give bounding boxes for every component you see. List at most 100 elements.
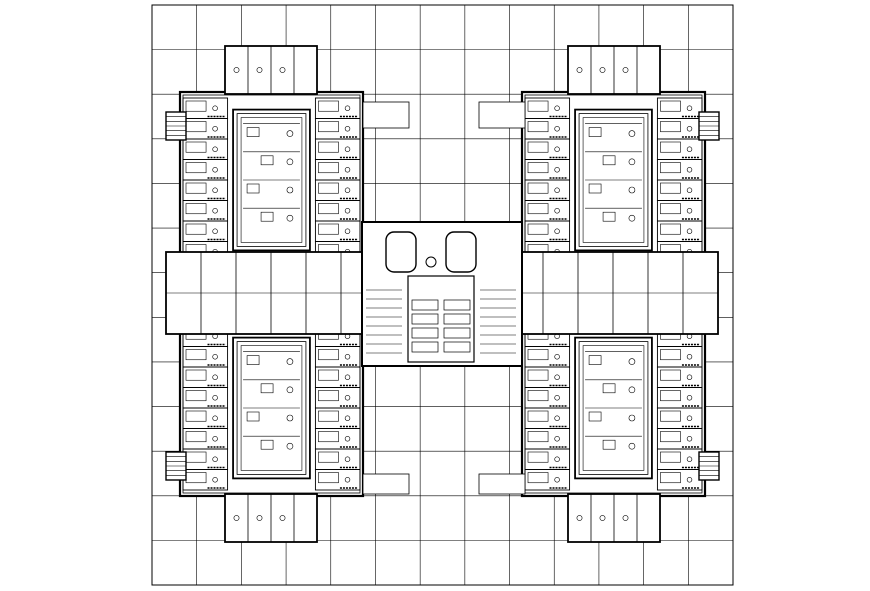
fixture-round <box>212 477 218 483</box>
room-bath <box>660 431 681 443</box>
fixture-round <box>686 146 693 152</box>
link-east <box>507 251 719 335</box>
fixture-round <box>554 167 560 173</box>
fixture-round <box>628 214 636 222</box>
fixture-round <box>554 354 560 360</box>
room-bath <box>527 410 549 422</box>
room-bath <box>318 410 339 422</box>
fixture-round <box>212 436 218 442</box>
core-cell <box>443 327 471 339</box>
room-bath <box>527 141 549 153</box>
fixture-round <box>344 415 351 421</box>
room <box>314 469 361 491</box>
core-cell <box>443 299 471 311</box>
stair-sw <box>165 451 187 481</box>
room-bath <box>660 410 681 422</box>
link-west <box>165 251 377 335</box>
fixture-round <box>628 442 636 450</box>
room-bath <box>660 162 681 174</box>
room-bath <box>185 182 207 194</box>
wing-south-east <box>520 318 707 498</box>
fixture <box>588 127 602 137</box>
fixture-round <box>686 374 693 380</box>
fixture-round <box>212 228 218 234</box>
fixture-round <box>554 187 560 193</box>
core-outline <box>361 221 523 367</box>
fixture <box>588 183 602 194</box>
fixture-round <box>212 456 218 462</box>
fixture-round <box>212 126 218 132</box>
fixture-round <box>212 374 218 380</box>
fixture-round <box>599 67 606 73</box>
fixture-round <box>554 477 560 483</box>
fixture-round <box>686 187 693 193</box>
fixture <box>602 383 616 394</box>
core-hall <box>407 275 475 363</box>
fixture-round <box>212 208 218 214</box>
fixture-round <box>212 354 218 360</box>
core-cell <box>411 327 439 339</box>
room-bath <box>185 349 207 361</box>
fixture-round <box>686 167 693 173</box>
room-bath <box>527 182 549 194</box>
annotation-frame-bottom-left <box>362 473 410 495</box>
stair-se <box>698 451 720 481</box>
fixture-round <box>344 105 351 111</box>
annotation-frame-top-left <box>362 101 410 129</box>
fixture-round <box>576 515 583 521</box>
room-bath <box>318 182 339 194</box>
fixture-round <box>344 126 351 132</box>
courtyard-core <box>240 345 303 471</box>
fixture <box>602 155 616 166</box>
fixture-round <box>554 395 560 401</box>
fixture-round <box>554 374 560 380</box>
end-block-nw <box>224 45 318 95</box>
fixture-round <box>286 158 294 166</box>
room-bath <box>527 349 549 361</box>
room-bath <box>318 369 339 381</box>
fixture-round <box>554 146 560 152</box>
fixture <box>260 383 274 394</box>
core-cell <box>411 313 439 325</box>
room-bath <box>527 162 549 174</box>
building-plan <box>165 45 720 543</box>
fixture-round <box>344 436 351 442</box>
fixture-round <box>554 456 560 462</box>
fixture-round <box>686 105 693 111</box>
room-bath <box>185 390 207 402</box>
fixture-round <box>344 456 351 462</box>
fixture-round <box>686 354 693 360</box>
central-core <box>361 221 523 367</box>
room-bath <box>660 141 681 153</box>
room-bath <box>185 369 207 381</box>
fixture-round <box>554 126 560 132</box>
room-bath <box>527 472 549 484</box>
fixture <box>602 439 616 450</box>
fixture-round <box>344 208 351 214</box>
fixture-round <box>212 415 218 421</box>
fixture-round <box>628 158 636 166</box>
end-block-sw <box>224 493 318 543</box>
courtyard-core <box>582 345 645 471</box>
courtyard-core <box>582 117 645 243</box>
fixture <box>260 439 274 450</box>
fixture-round <box>286 130 294 137</box>
fixture <box>246 355 260 365</box>
fixture <box>246 127 260 137</box>
fixture-round <box>554 415 560 421</box>
fixture-round <box>279 515 286 521</box>
room-bath <box>185 100 207 112</box>
fixture-round <box>622 515 629 521</box>
fixture <box>260 155 274 166</box>
fixture-round <box>344 374 351 380</box>
core-cell <box>411 341 439 353</box>
room-bath <box>318 431 339 443</box>
stair-nw <box>165 111 187 141</box>
fixture-round <box>279 67 286 73</box>
room-bath <box>660 369 681 381</box>
fixture-round <box>286 358 294 365</box>
courtyard-inner <box>578 341 649 475</box>
fixture-round <box>256 67 263 73</box>
fixture-round <box>212 105 218 111</box>
